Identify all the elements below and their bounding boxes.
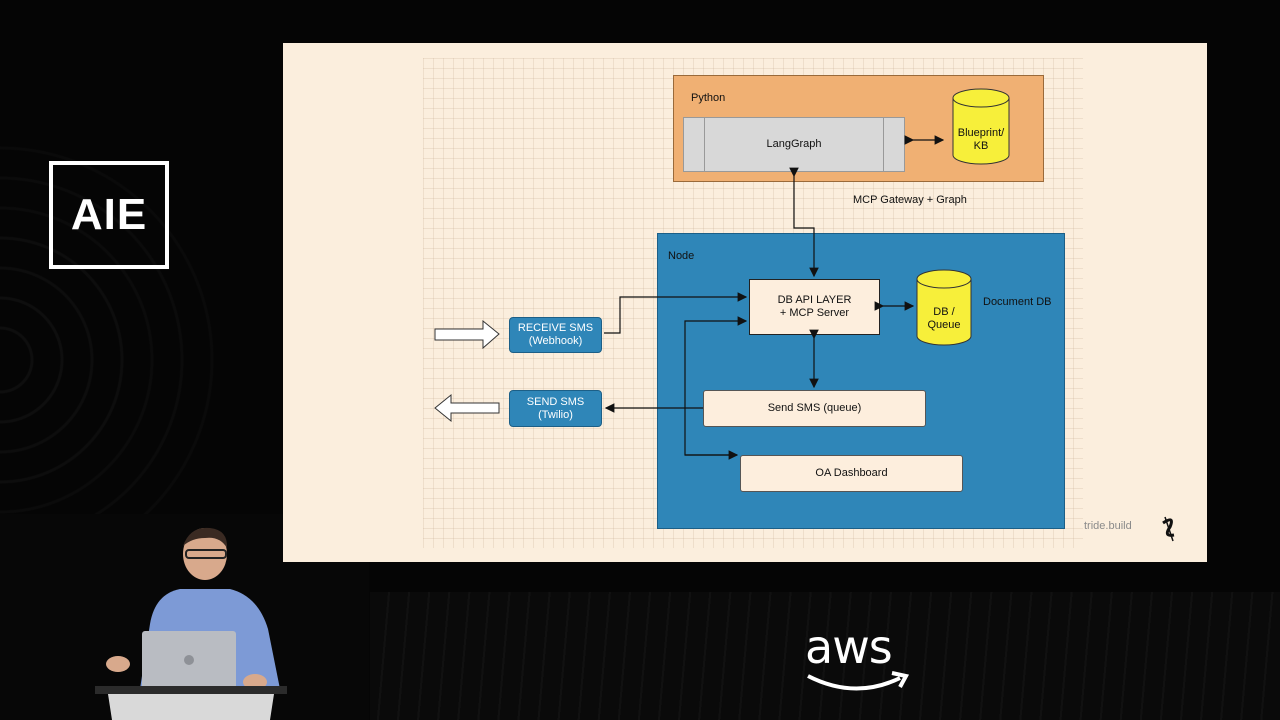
send-sms-line2: (Twilio) <box>538 408 573 421</box>
incoming-arrow-icon <box>434 319 500 350</box>
blueprint-kb-database-icon <box>952 88 1010 165</box>
blueprint-kb-label: Blueprint/ KB <box>957 127 1005 152</box>
langgraph-right-bar <box>883 117 905 172</box>
python-group-label: Python <box>691 92 726 104</box>
receive-sms-box: RECEIVE SMS (Webhook) <box>509 317 602 353</box>
stage-floor <box>370 592 1280 720</box>
langgraph-box: LangGraph <box>683 117 905 172</box>
db-api-label-line1: DB API LAYER <box>777 294 852 306</box>
db-queue-database-icon <box>916 269 972 346</box>
langgraph-left-bar <box>683 117 705 172</box>
send-sms-box: SEND SMS (Twilio) <box>509 390 602 427</box>
receive-sms-line1: RECEIVE SMS <box>517 322 594 334</box>
slide: Python LangGraph Node DB API LAYER + MCP… <box>283 43 1207 562</box>
tride-logo-icon <box>1162 516 1175 542</box>
mcp-gateway-label: MCP Gateway + Graph <box>853 194 967 206</box>
receive-sms-line2: (Webhook) <box>528 335 583 347</box>
aws-logo: aws <box>805 620 893 674</box>
db-api-layer-box: DB API LAYER + MCP Server <box>749 279 880 335</box>
oa-dashboard-box: OA Dashboard <box>740 455 963 492</box>
langgraph-label: LangGraph <box>766 138 822 150</box>
oa-dashboard-label: OA Dashboard <box>815 467 888 479</box>
outgoing-arrow-icon <box>434 393 500 423</box>
document-db-label: Document DB <box>983 296 1052 308</box>
send-sms-queue-box: Send SMS (queue) <box>703 390 926 427</box>
aie-logo: AIE <box>49 161 169 269</box>
diagram-connectors <box>434 88 1175 542</box>
db-api-label-line2: + MCP Server <box>779 307 850 319</box>
brand-label: tride.build <box>1084 520 1132 532</box>
send-sms-line1: SEND SMS <box>526 395 585 408</box>
send-sms-queue-label: Send SMS (queue) <box>767 402 862 414</box>
node-group-label: Node <box>668 250 695 262</box>
db-queue-label: DB / Queue <box>927 306 961 331</box>
